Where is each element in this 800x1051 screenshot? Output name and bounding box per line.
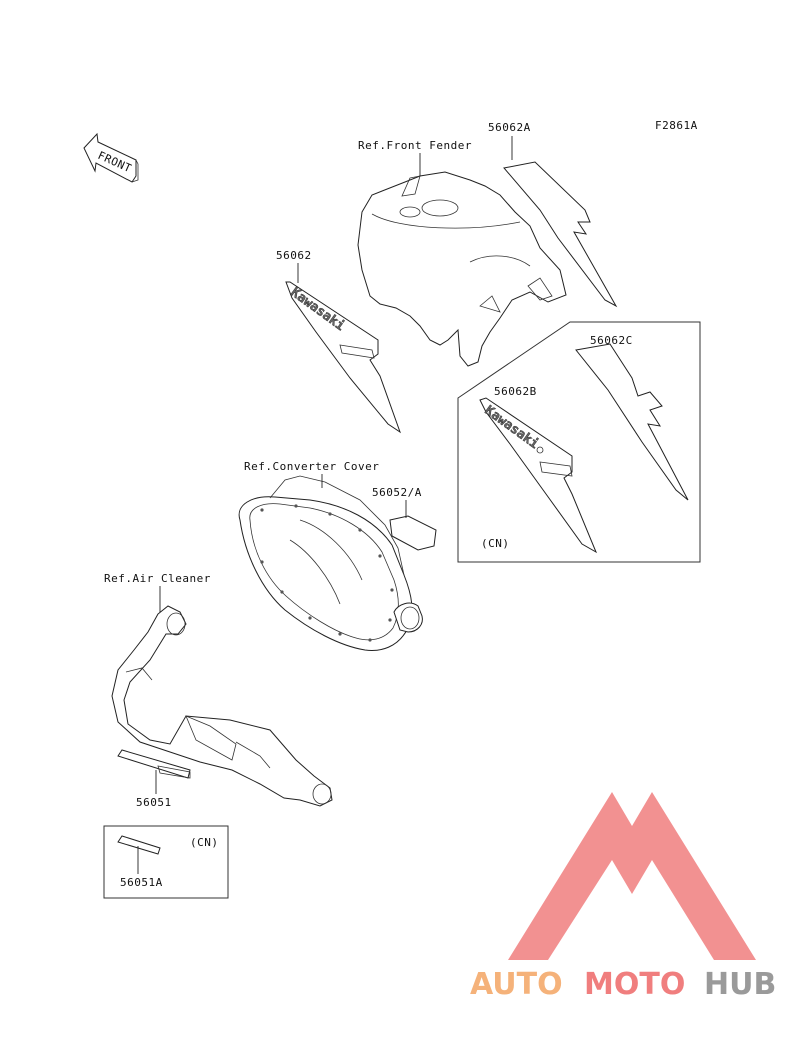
- decal-56062C: [575, 343, 689, 501]
- part-56052A-label: 56052/A: [372, 486, 422, 499]
- air-cleaner-duct: [111, 605, 333, 807]
- cn-inset-lower-label: (CN): [190, 836, 219, 849]
- cn-inset-upper-label: (CN): [481, 537, 510, 550]
- watermark-auto: AUTO: [470, 967, 563, 1002]
- ref-converter-cover-label: Ref.Converter Cover: [244, 460, 379, 473]
- watermark-mark-icon: [508, 792, 756, 960]
- decal-56062B: Kawasaki: [479, 397, 598, 554]
- part-56062-label: 56062: [276, 249, 312, 262]
- ref-front-fender-label: Ref.Front Fender: [358, 139, 472, 152]
- automotohub-watermark: AUTO MOTO HUB: [470, 792, 776, 1002]
- part-56062C-label: 56062C: [590, 334, 633, 347]
- cn-inset-box-lower: [103, 825, 229, 899]
- decal-56062A: [503, 161, 618, 308]
- ref-air-cleaner-label: Ref.Air Cleaner: [104, 572, 211, 585]
- watermark-hub: HUB: [704, 967, 776, 1002]
- part-56051A-label: 56051A: [120, 876, 163, 889]
- decal-56051: [117, 749, 191, 779]
- figure-code: F2861A: [655, 119, 698, 132]
- decal-56051A: [117, 835, 161, 855]
- part-56062B-label: 56062B: [494, 385, 537, 398]
- converter-cover: [238, 475, 423, 651]
- decal-56052A: [389, 515, 437, 551]
- watermark-moto: MOTO: [584, 967, 685, 1002]
- front-fender: [357, 171, 567, 367]
- front-direction-arrow: FRONT: [83, 132, 139, 183]
- part-56062A-label: 56062A: [488, 121, 531, 134]
- part-56051-label: 56051: [136, 796, 172, 809]
- cn-inset-box-upper: [457, 321, 701, 563]
